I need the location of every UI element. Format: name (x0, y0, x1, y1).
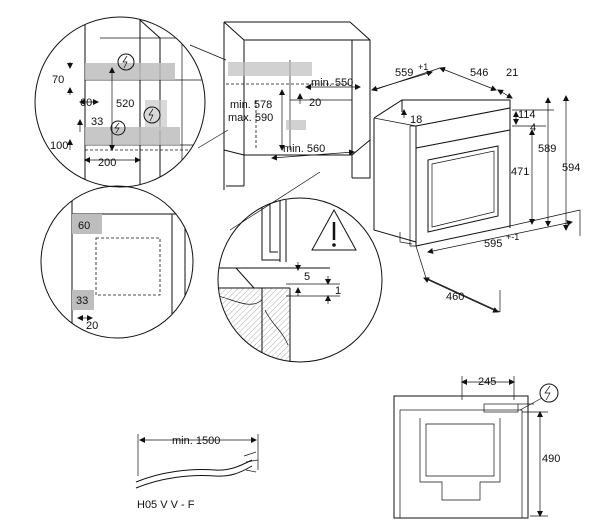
dim-1: 1 (335, 285, 341, 297)
dim-520: 520 (116, 98, 134, 110)
dim-594: 594 (562, 162, 580, 174)
dim-5: 5 (304, 271, 310, 283)
detail-install: 5 1 (217, 171, 383, 363)
dim-min-1500: min. 1500 (172, 435, 220, 447)
dim-200: 200 (98, 157, 116, 169)
dim-546: 546 (470, 67, 488, 79)
warning-icon (311, 208, 357, 251)
dim-595: 595 (484, 238, 502, 250)
detail-mid: 60 33 20 (40, 185, 194, 339)
cabinet-vent-zone-bottom (286, 120, 306, 130)
dim-33-top: 33 (91, 116, 103, 128)
dim-20-mid: 20 (86, 320, 98, 332)
dim-460: 460 (446, 291, 464, 303)
electric-hazard-icon (539, 383, 559, 403)
back-view-drawing: 245 490 (393, 376, 560, 519)
cabinet-vent-zone-top (228, 62, 312, 76)
dim-471: 471 (511, 166, 529, 178)
dim-33-mid: 33 (76, 295, 88, 307)
dim-100: 100 (50, 140, 68, 152)
dim-595-tolerance: +-1 (506, 232, 519, 242)
dim-max-590: max. 590 (228, 112, 273, 124)
dim-490: 490 (542, 453, 560, 465)
dim-60-top: 60 (80, 97, 92, 109)
dim-70: 70 (52, 74, 64, 86)
electric-hazard-icon (143, 106, 161, 124)
electric-hazard-icon (117, 53, 135, 71)
dim-21: 21 (506, 67, 518, 79)
dim-589: 589 (538, 143, 556, 155)
cable-type-label: H05 V V - F (137, 499, 195, 511)
detail-top: 70 60 520 33 100 200 (34, 16, 206, 188)
dim-559: 559 (395, 67, 413, 79)
dim-60-mid: 60 (78, 220, 90, 232)
dim-18: 18 (410, 114, 422, 126)
dim-min-550: min. 550 (311, 77, 353, 89)
cabinet-drawing: min. 550 20 min. 578 max. 590 min. 560 (189, 21, 371, 190)
dim-245: 245 (478, 376, 496, 388)
dim-20-cabinet: 20 (309, 97, 321, 109)
dim-559-tolerance: +1 (418, 62, 428, 72)
dim-min-578: min. 578 (230, 99, 272, 111)
dim-4: 4 (530, 122, 536, 134)
dim-114: 114 (518, 109, 536, 121)
oven-drawing: 559 +1 546 21 18 114 4 471 589 594 595 +… (371, 62, 580, 313)
dim-min-560: min. 560 (283, 143, 325, 155)
cable-drawing: min. 1500 H05 V V - F (135, 434, 259, 511)
